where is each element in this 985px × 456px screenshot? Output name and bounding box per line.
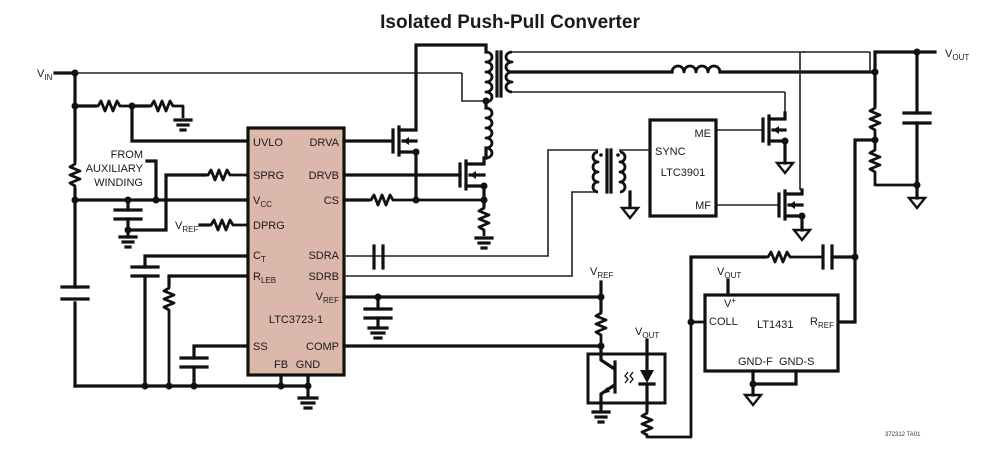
led-icon <box>640 370 654 383</box>
ground-icon <box>173 118 193 132</box>
ltc3723-ic: UVLO SPRG VCC DPRG CT RLEB SS DRVA DRVB … <box>246 126 346 377</box>
pin-gnd-s: GND-S <box>779 356 814 368</box>
ltc3901-name: LTC3901 <box>661 167 705 179</box>
vin-label: VIN <box>37 68 53 82</box>
aux-label-line3: WINDING <box>94 177 143 189</box>
optocoupler: VOUT <box>586 320 705 439</box>
pin-rleb: RLEB <box>253 271 276 285</box>
mosfet-a <box>391 43 488 157</box>
lt1431-name: LT1431 <box>757 319 794 331</box>
pin-dprg: DPRG <box>253 220 285 232</box>
pin-me: ME <box>695 128 712 140</box>
pin-gnd: GND <box>296 359 321 371</box>
sync-mosfet-f <box>716 188 813 242</box>
timing-network <box>73 254 319 410</box>
ground-icon <box>474 236 494 250</box>
ltc3901-ic: ME SYNC LTC3901 MF <box>648 118 718 218</box>
vref-opto-label: VREF <box>590 266 613 280</box>
vref-dprg-label: VREF <box>175 220 198 234</box>
pin-sync: SYNC <box>655 146 686 158</box>
pin-sprg: SPRG <box>253 170 284 182</box>
pin-gnd-f: GND-F <box>738 356 773 368</box>
pin-mf: MF <box>695 200 711 212</box>
lt1431-ic: VOUT V+ COLL LT1431 RREF GND-F GND-S <box>703 266 840 407</box>
pin-sdrb: SDRB <box>308 271 339 283</box>
pin-rref: RREF <box>810 316 834 330</box>
pin-cs: CS <box>324 195 339 207</box>
figure-code: 372312 TA01 <box>885 432 921 438</box>
pin-uvlo: UVLO <box>253 137 283 149</box>
feedback-rc <box>687 244 859 326</box>
pin-ss: SS <box>253 341 268 353</box>
pin-vcc: VCC <box>253 195 272 209</box>
light-icon <box>624 371 634 384</box>
main-transformer <box>482 50 870 160</box>
vout-opto-label: VOUT <box>635 326 659 340</box>
output-network: VOUT <box>836 48 969 324</box>
pin-ct: CT <box>253 250 266 264</box>
startup-resistor <box>68 160 82 190</box>
primary-switches <box>342 43 494 250</box>
ground-icon <box>118 235 138 249</box>
vref-comp-network: VREF <box>342 266 613 350</box>
ltc3723-body <box>246 126 346 377</box>
input-capacitor <box>60 285 90 301</box>
aux-label-line2: AUXILIARY <box>86 163 144 175</box>
gate-drive-transformer <box>344 148 650 277</box>
vout-lt1431-label: VOUT <box>717 266 741 280</box>
aux-label-line1: FROM <box>111 149 143 161</box>
vin-net: VIN <box>37 68 486 388</box>
pin-vref: VREF <box>316 291 339 305</box>
sense-resistor <box>477 205 491 236</box>
vout-label: VOUT <box>945 48 969 62</box>
sync-mosfet-e <box>716 111 796 175</box>
ltc3723-name: LTC3723-1 <box>269 314 323 326</box>
ground-icon <box>591 410 611 424</box>
pin-drva: DRVA <box>309 137 339 149</box>
diagram-title: Isolated Push-Pull Converter <box>380 12 640 33</box>
pin-drvb: DRVB <box>309 170 339 182</box>
ground-icon <box>297 396 319 410</box>
output-inductor <box>670 64 877 74</box>
uvlo-divider <box>73 99 250 143</box>
pin-comp: COMP <box>306 341 339 353</box>
vcc-network: FROM AUXILIARY WINDING VREF <box>73 149 250 249</box>
pin-fb: FB <box>274 359 288 371</box>
pin-vplus: V+ <box>724 296 736 310</box>
pin-coll: COLL <box>709 316 738 328</box>
pin-sdra: SDRA <box>308 250 339 262</box>
